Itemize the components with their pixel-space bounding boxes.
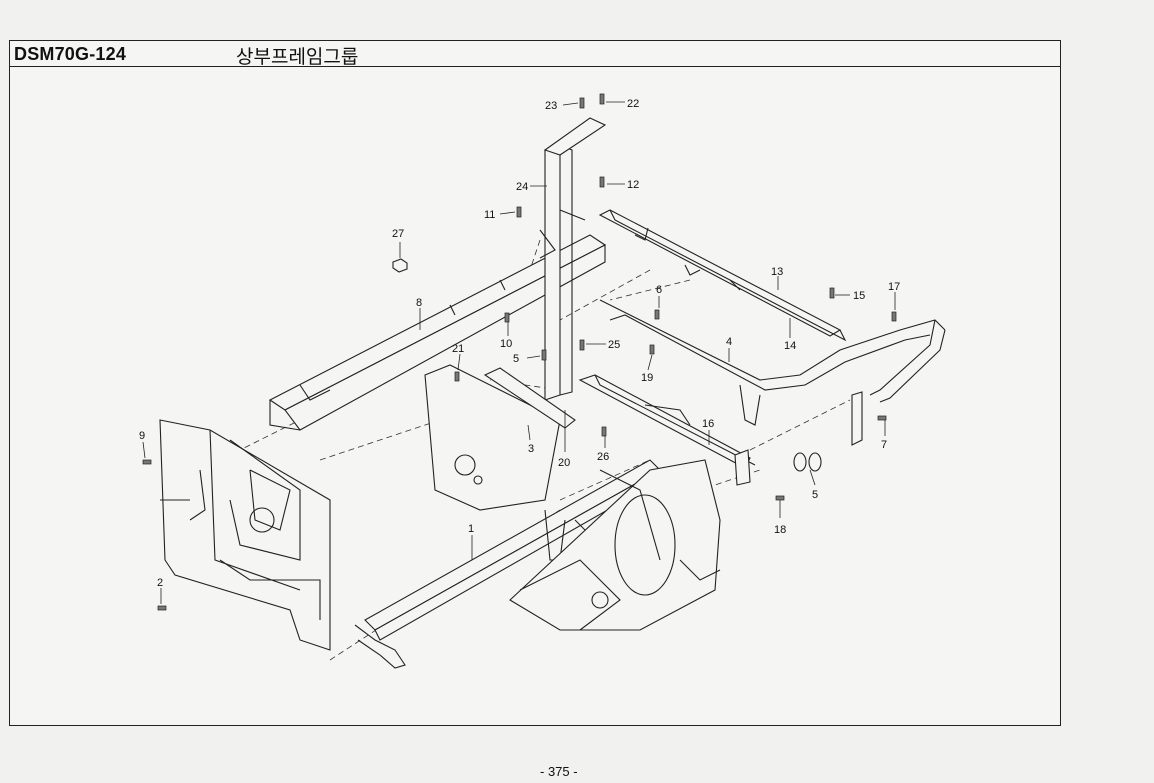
center-plate [424,364,576,511]
frame-13 [598,209,847,342]
callout-label: 21 [452,343,464,355]
callout-label: 13 [771,266,783,278]
column-24 [539,117,607,401]
callout-label: 18 [774,524,786,536]
callout-label: 27 [392,228,404,240]
page-number: - 375 - [540,764,578,779]
callout-label: 5 [513,353,519,365]
callout-label: 4 [726,336,732,348]
leader-lines [142,101,896,604]
callout-label: 8 [416,297,422,309]
washers-5 [793,452,822,472]
callout-label: 14 [784,340,796,352]
group-name: 상부프레임그룹 [236,46,359,68]
right-side-frame [509,459,721,631]
callout-label: 12 [627,179,639,191]
nut-27 [392,258,408,273]
callout-label: 23 [545,100,557,112]
callout-label: 1 [468,523,474,535]
callout-label: 7 [881,439,887,451]
frame-4 [599,299,946,446]
callout-labels: 1 2 3 4 5 5 6 7 8 9 10 11 12 13 14 15 16… [139,98,900,589]
callout-label: 24 [516,181,528,193]
beam-16 [578,374,756,486]
title-bar: DSM70G-124 상부프레임그룹 [10,41,1060,68]
left-side-frame [159,419,331,651]
callout-label: 19 [641,372,653,384]
callout-label: 3 [528,443,534,455]
callout-label: 9 [139,430,145,442]
callout-label: 17 [888,281,900,293]
bolts [142,93,897,611]
callout-label: 15 [853,290,865,302]
callout-label: 25 [608,339,620,351]
callout-label: 16 [702,418,714,430]
callout-label: 11 [484,209,495,221]
callout-label: 2 [157,577,163,589]
model-code: DSM70G-124 [14,44,127,64]
callout-label: 6 [656,284,662,296]
callout-label: 10 [500,338,512,350]
callout-label: 26 [597,451,609,463]
beam-8 [268,234,607,431]
callout-label: 5 [812,489,818,501]
callout-label: 20 [558,457,570,469]
callout-label: 22 [627,98,639,110]
